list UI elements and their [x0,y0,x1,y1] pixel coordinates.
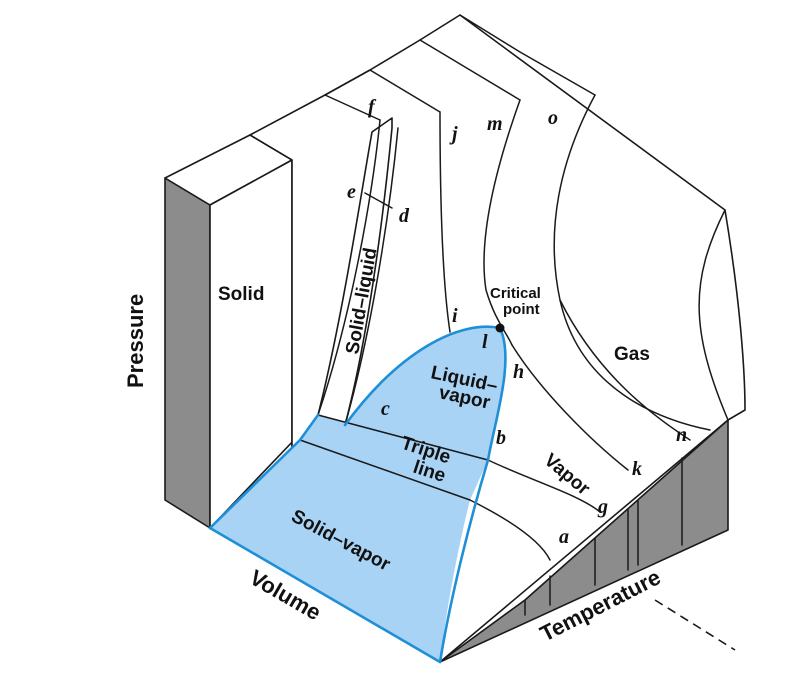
solid-vapor-bottom-edge [208,526,442,664]
isotherm-i [439,111,451,333]
ridge-4 [419,39,521,101]
isotherm-h-k [511,344,629,471]
temperature-axis-dashed [654,599,736,651]
saturation-dome-edge [343,325,507,664]
solid-vapor-left-edge [208,413,320,530]
ridge-3 [369,69,441,113]
solid-vapor-region [210,440,470,662]
ridge-2 [324,94,381,121]
ridge-1 [249,134,293,161]
back-right-edge [698,209,729,421]
ridge-5 [459,14,596,96]
triple-line-band [300,415,488,500]
ridge-top [324,69,371,96]
point-k-label: k [632,458,642,480]
point-o-label: o [548,107,558,129]
isotherm-b-g [487,459,601,513]
point-m-label: m [487,113,503,135]
isotherm-n [559,299,691,441]
critical-point-marker [495,323,505,333]
critical-point-label-2: point [503,301,540,318]
solid-liquid-left-edge [317,119,381,416]
point-j-label: j [449,123,458,145]
point-g-label: g [597,496,608,518]
gas-region-label: Gas [614,344,650,365]
point-d-label: d [399,205,410,227]
point-f-label: f [368,96,377,118]
solid-region-label: Solid [218,284,264,305]
pressure-side-face [164,177,211,529]
point-c-label: c [381,398,390,420]
pressure-label: Pressure [123,294,148,388]
point-b-label: b [496,427,506,449]
isotherm-a [469,499,551,561]
point-n-label: n [676,424,687,446]
critical-point-label-1: Critical [490,285,541,302]
point-i-label: i [452,305,458,327]
triple-line-bottom [299,439,471,501]
solid-liquid-right-edge [344,127,399,426]
point-h-label: h [513,361,524,383]
point-e-label: e [347,181,356,203]
line-e-d [364,192,393,209]
point-a-label: a [559,526,569,548]
point-l-label: l [482,331,488,353]
